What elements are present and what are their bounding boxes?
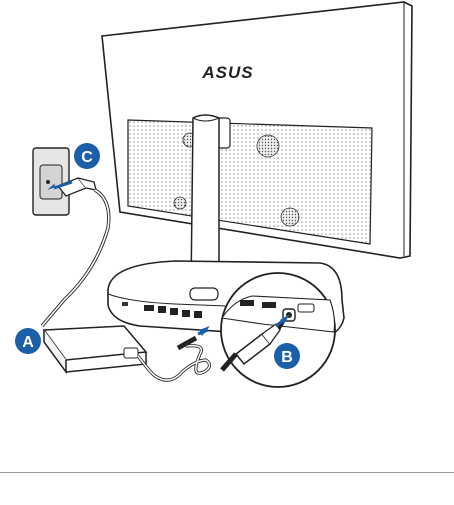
- speaker-grill: [174, 197, 186, 209]
- monitor-back: ASUS: [102, 2, 412, 258]
- speaker-panel: [128, 120, 372, 244]
- power-adapter: [44, 326, 146, 372]
- brand-logo: ASUS: [201, 63, 253, 82]
- speaker-grill: [281, 208, 299, 226]
- speaker-grill: [257, 135, 279, 157]
- callout-c-label: C: [81, 149, 93, 166]
- dc-cable: [138, 346, 210, 381]
- callout-c: C: [74, 143, 100, 169]
- wall-outlet: [33, 148, 69, 215]
- callout-a: A: [15, 328, 41, 354]
- callout-b-label: B: [281, 349, 293, 366]
- callout-a-label: A: [22, 334, 34, 351]
- footer-divider: [0, 472, 454, 473]
- callout-b: B: [274, 343, 300, 369]
